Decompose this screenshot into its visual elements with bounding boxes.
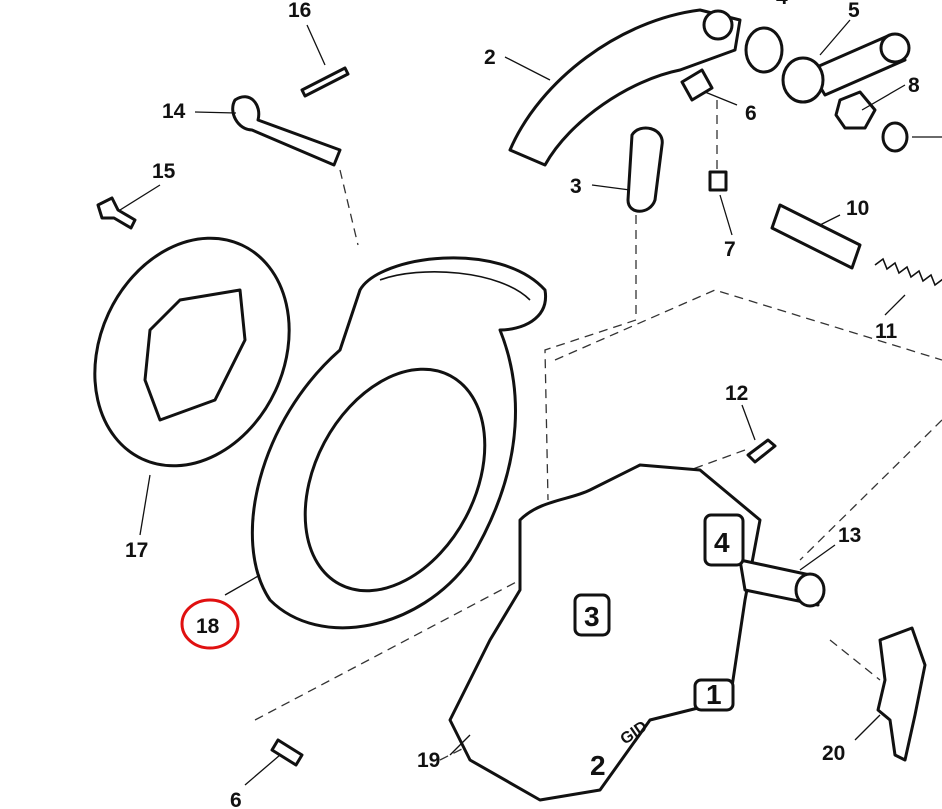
label-6: 6 [745, 102, 757, 125]
part-18-die-head-ring [250, 256, 547, 630]
part-10-pin [770, 203, 862, 270]
label-17: 17 [125, 539, 148, 562]
part-6-pin [680, 68, 714, 102]
part-19-die-head: 4 3 1 2 GID [448, 463, 826, 802]
part-12-screw [746, 438, 777, 464]
label-12: 12 [725, 382, 748, 405]
part-9-washer [881, 121, 909, 153]
label-6-lower: 6 [230, 789, 242, 809]
highlight-circle [180, 598, 240, 650]
part-16-pin [300, 66, 350, 98]
label-18: 18 [196, 615, 220, 638]
label-15: 15 [152, 160, 176, 183]
label-8: 8 [908, 74, 920, 97]
label-16: 16 [288, 0, 311, 22]
label-10: 10 [846, 197, 869, 220]
part-7-pin [708, 170, 728, 192]
part-8-nut [834, 90, 877, 130]
die-marking-1: 1 [706, 679, 722, 710]
label-2: 2 [484, 46, 496, 69]
part-15-screw [96, 196, 137, 230]
handle-eye [702, 9, 734, 41]
part-14-bolt [231, 95, 342, 167]
label-19: 19 [417, 749, 440, 772]
part-labels: 16 2 4 5 8 6 3 7 10 11 12 13 14 15 17 18… [125, 0, 920, 809]
label-5: 5 [848, 0, 860, 22]
part-17-plate [93, 236, 291, 468]
part-11-spring [874, 257, 942, 287]
label-14: 14 [162, 100, 186, 123]
part-4-bushing [744, 26, 784, 74]
die-marking-2: 2 [590, 750, 606, 781]
part-20-latch [876, 626, 927, 762]
leader-lines [119, 19, 942, 786]
part-3-link [626, 126, 664, 213]
label-7: 7 [724, 238, 736, 261]
label-13: 13 [838, 524, 861, 547]
part-6-pin-lower [270, 738, 304, 767]
label-11: 11 [875, 320, 898, 343]
label-20: 20 [822, 742, 845, 765]
label-4: 4 [776, 0, 788, 9]
assembly-guide-lines [254, 100, 942, 761]
label-3: 3 [570, 175, 582, 198]
die-marking-4: 4 [714, 527, 730, 558]
die-marking-3: 3 [584, 601, 600, 632]
